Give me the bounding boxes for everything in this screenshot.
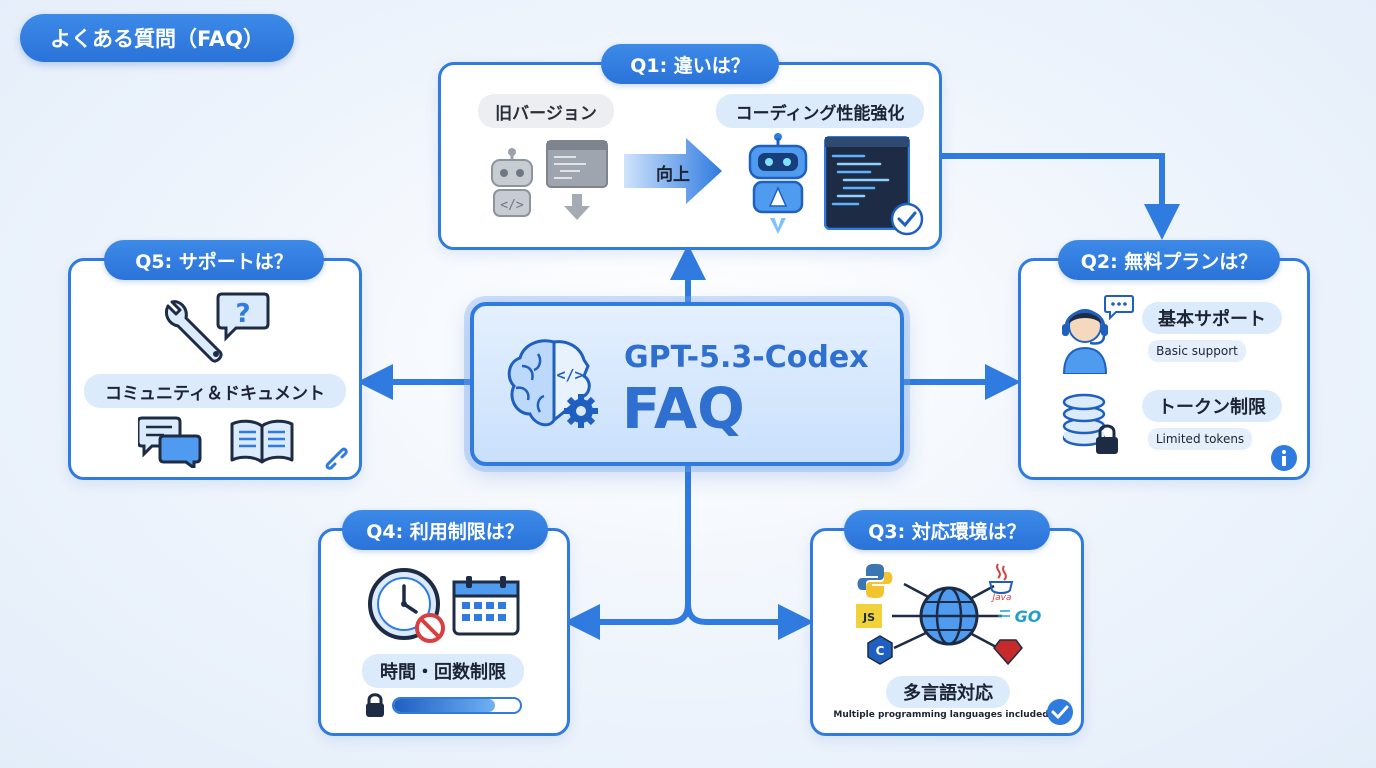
limited-tokens-label: トークン制限 <box>1142 390 1282 422</box>
check-icon <box>890 202 924 236</box>
java-icon <box>988 563 1014 594</box>
chat-icon <box>1104 295 1134 320</box>
java-label: Java <box>990 593 1011 603</box>
q5-tab[interactable]: Q5: サポートは？ <box>104 240 324 280</box>
globe-icon <box>919 586 979 646</box>
wrench-icon <box>164 300 223 363</box>
robot-icon: </> <box>491 148 533 217</box>
brain-code-icon: </> <box>507 339 591 427</box>
time-count-limit-label: 時間・回数制限 <box>362 654 524 688</box>
multilingual-sub: Multiple programming languages included <box>833 710 1049 720</box>
rocket-robot-icon <box>748 133 808 234</box>
lock-icon <box>366 693 384 717</box>
go-icon: GO <box>1015 607 1042 626</box>
python-icon <box>857 564 893 598</box>
coins-lock-icon <box>1062 393 1118 454</box>
svg-text:?: ? <box>235 299 250 329</box>
js-label: JS <box>862 611 875 624</box>
svg-text:C: C <box>876 644 885 658</box>
page-title: よくある質問（FAQ） <box>20 14 294 62</box>
old-version-label: 旧バージョン <box>478 94 614 128</box>
upgrade-arrow <box>624 138 722 204</box>
chat-bubbles-icon <box>138 416 202 468</box>
multilingual-label: 多言語対応 <box>886 676 1010 708</box>
headset-agent-icon <box>1062 309 1108 374</box>
usage-progress-track <box>392 697 522 714</box>
clock-icon <box>368 568 445 643</box>
ruby-icon <box>993 639 1023 666</box>
svg-text:</>: </> <box>556 366 583 384</box>
center-title-model: GPT-5.3-Codex <box>624 340 869 375</box>
q3-tab[interactable]: Q3: 対応環境は？ <box>844 510 1050 550</box>
down-arrow-icon <box>564 194 590 220</box>
center-title-faq: FAQ <box>622 377 745 442</box>
calendar-icon <box>452 576 520 636</box>
check-icon <box>1047 699 1073 725</box>
info-icon[interactable] <box>1270 444 1298 472</box>
link-icon[interactable] <box>322 444 348 470</box>
svg-text:</>: </> <box>500 198 524 213</box>
c-sharp-icon: C <box>867 635 893 665</box>
limited-tokens-sub: Limited tokens <box>1148 428 1252 450</box>
usage-progress-fill <box>394 699 495 712</box>
language-network: JS C Java GO <box>856 563 1042 666</box>
book-icon <box>230 419 294 464</box>
gear-icon <box>564 394 598 428</box>
upgrade-label: 向上 <box>656 165 690 185</box>
basic-support-label: 基本サポート <box>1142 302 1282 334</box>
question-bubble-icon: ? <box>216 292 270 342</box>
community-docs-label: コミュニティ＆ドキュメント <box>84 374 346 408</box>
code-window-icon <box>546 140 608 188</box>
q5-card <box>68 258 362 480</box>
q1-tab[interactable]: Q1: 違いは？ <box>601 44 779 84</box>
basic-support-sub: Basic support <box>1148 340 1246 362</box>
code-editor-icon <box>824 136 910 230</box>
center-card <box>470 302 904 466</box>
coding-enhanced-label: コーディング性能強化 <box>716 94 924 128</box>
js-icon <box>856 604 882 628</box>
q4-tab[interactable]: Q4: 利用制限は？ <box>342 510 548 550</box>
q2-tab[interactable]: Q2: 無料プランは？ <box>1058 240 1280 280</box>
